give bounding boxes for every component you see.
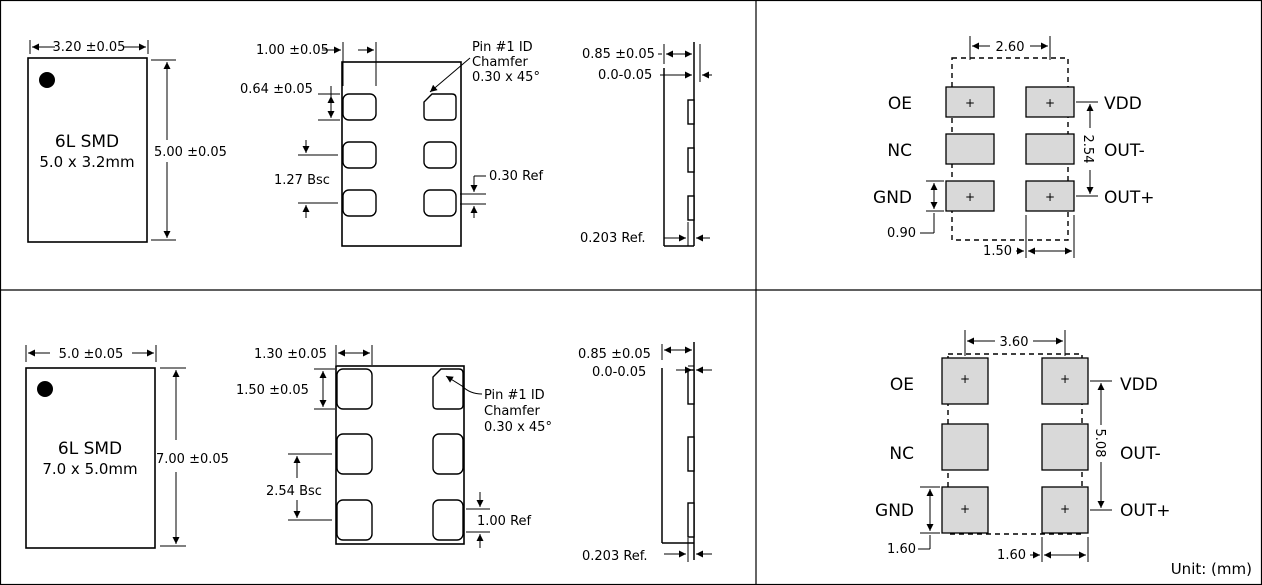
pin1-chamfer-pad bbox=[432, 368, 464, 410]
pin-id-line2: Chamfer bbox=[472, 55, 529, 70]
top-package-bottom-view: 1.00 ±0.05 0.64 ±0.05 1.27 Bsc 0.30 Ref … bbox=[240, 40, 544, 247]
package-height-label: 5.00 ±0.05 bbox=[154, 145, 227, 160]
pin-id-line3: 0.30 x 45° bbox=[472, 70, 540, 85]
pin-id-line1: Pin #1 ID bbox=[484, 388, 545, 403]
pad-plus: + bbox=[960, 502, 970, 516]
land-pad-width-label: 1.50 bbox=[983, 244, 1012, 259]
package-name: 6L SMD bbox=[55, 132, 119, 152]
land-pad-width-label: 1.60 bbox=[997, 548, 1026, 563]
package-name: 6L SMD bbox=[58, 439, 122, 459]
pin-out-plus: OUT+ bbox=[1120, 501, 1170, 521]
land-pad-height-label: 0.90 bbox=[887, 226, 916, 241]
gap-label: 0.30 Ref bbox=[489, 169, 544, 184]
pad-plus: + bbox=[1045, 96, 1055, 110]
pad-plus: + bbox=[965, 96, 975, 110]
pad-plus: + bbox=[1060, 372, 1070, 386]
pitch-label: 1.27 Bsc bbox=[274, 173, 330, 188]
unit-label: Unit: (mm) bbox=[1171, 560, 1252, 578]
gap-label: 1.00 Ref bbox=[477, 514, 532, 529]
pin-nc: NC bbox=[889, 444, 914, 464]
pad-plus: + bbox=[965, 190, 975, 204]
pin-gnd: GND bbox=[873, 188, 912, 208]
pin-oe: OE bbox=[888, 94, 912, 114]
land-x-pitch-label: 3.60 bbox=[1000, 335, 1029, 350]
pin-vdd: VDD bbox=[1104, 94, 1142, 114]
pin1-dot bbox=[37, 381, 53, 397]
package-size: 7.0 x 5.0mm bbox=[42, 460, 137, 478]
pad-plus: + bbox=[960, 372, 970, 386]
bottom-package-side-view: 0.85 ±0.05 0.0-0.05 0.203 Ref. bbox=[578, 342, 712, 564]
land-y-pitch-label: 5.08 bbox=[1092, 429, 1107, 458]
side-pad-thickness-label: 0.203 Ref. bbox=[582, 549, 648, 564]
package-height-label: 7.00 ±0.05 bbox=[156, 452, 229, 467]
pad-width-label: 1.30 ±0.05 bbox=[254, 347, 327, 362]
pin-id-line3: 0.30 x 45° bbox=[484, 420, 552, 435]
side-standoff-label: 0.0-0.05 bbox=[598, 68, 652, 83]
pin1-dot bbox=[39, 72, 55, 88]
pin-gnd: GND bbox=[875, 501, 914, 521]
pin-id-line2: Chamfer bbox=[484, 404, 541, 419]
package-width-label: 3.20 ±0.05 bbox=[53, 40, 126, 55]
pin-out-minus: OUT- bbox=[1104, 141, 1145, 161]
pad-width-label: 1.00 ±0.05 bbox=[256, 43, 329, 58]
pin-vdd: VDD bbox=[1120, 375, 1158, 395]
package-width-label: 5.0 ±0.05 bbox=[59, 347, 124, 362]
land-pad-height-label: 1.60 bbox=[887, 542, 916, 557]
bottom-package-bottom-view: 1.30 ±0.05 1.50 ±0.05 2.54 Bsc 1.00 Ref … bbox=[236, 345, 552, 548]
pin-out-plus: OUT+ bbox=[1104, 188, 1154, 208]
side-height-label: 0.85 ±0.05 bbox=[578, 347, 651, 362]
top-package-top-view: 6L SMD 5.0 x 3.2mm 3.20 ±0.05 5.00 ±0.05 bbox=[27, 40, 227, 243]
pin-oe: OE bbox=[890, 375, 914, 395]
bottom-land-pattern: + + + + OE NC GND VDD OUT- OUT+ 3.60 5.0… bbox=[875, 330, 1170, 563]
pin-nc: NC bbox=[887, 141, 912, 161]
pad-height-label: 0.64 ±0.05 bbox=[240, 82, 313, 97]
package-size: 5.0 x 3.2mm bbox=[39, 153, 134, 171]
pin-id-line1: Pin #1 ID bbox=[472, 40, 533, 55]
top-land-pattern: + + + + OE NC GND VDD OUT- OUT+ 2.60 2.5… bbox=[873, 36, 1154, 259]
land-x-pitch-label: 2.60 bbox=[996, 40, 1025, 55]
pitch-label: 2.54 Bsc bbox=[266, 484, 322, 499]
pad-plus: + bbox=[1060, 502, 1070, 516]
pad-plus: + bbox=[1045, 190, 1055, 204]
land-y-pitch-label: 2.54 bbox=[1080, 135, 1095, 164]
top-package-side-view: 0.85 ±0.05 0.0-0.05 0.203 Ref. bbox=[580, 42, 712, 247]
side-height-label: 0.85 ±0.05 bbox=[582, 47, 655, 62]
pad-height-label: 1.50 ±0.05 bbox=[236, 383, 309, 398]
side-standoff-label: 0.0-0.05 bbox=[592, 365, 646, 380]
bottom-package-top-view: 6L SMD 7.0 x 5.0mm 5.0 ±0.05 7.00 ±0.05 bbox=[25, 345, 229, 549]
pin1-chamfer-pad bbox=[423, 93, 457, 121]
pin-out-minus: OUT- bbox=[1120, 444, 1161, 464]
side-pad-thickness-label: 0.203 Ref. bbox=[580, 231, 646, 246]
